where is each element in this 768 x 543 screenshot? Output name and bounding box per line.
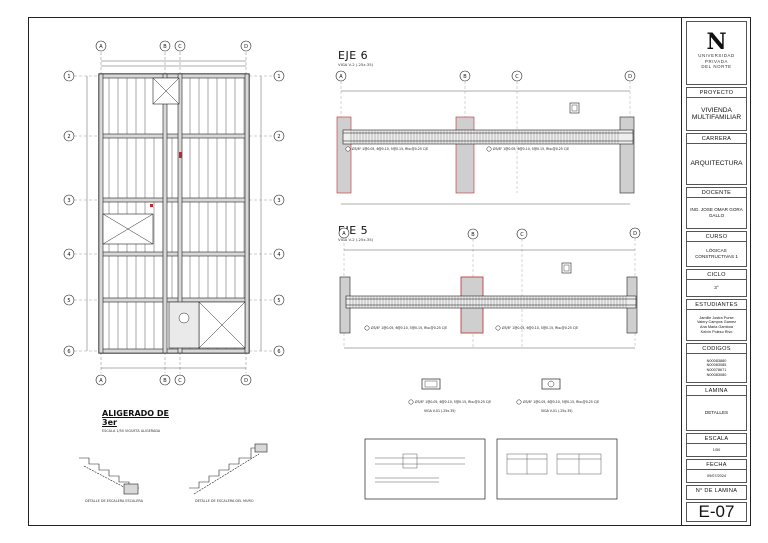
field-numero-lamina: N° DE LAMINA [686,485,747,500]
svg-text:5: 5 [277,298,280,304]
axis-label-d: D [244,44,248,50]
svg-text:3: 3 [277,198,280,204]
svg-text:A: A [99,378,103,384]
field-docente: DOCENTE ING. JOSE OMAR GORA GALLO [686,187,747,229]
axis-label-a: A [99,44,103,50]
eje5-subtitle: VIGA V-2 (.25x.35) [338,237,374,242]
plan-title-line2: 3er [102,418,117,427]
axis-label-c: C [178,44,182,50]
slab-plan: A B C D A B C D [63,40,285,386]
field-fecha: FECHA 09/07/2024 [686,459,747,483]
svg-text:6: 6 [277,349,280,355]
eje6-note-left: Ø3/8" 1@0.05, 6@0.10, 5@0.15, Rto.@0.25 … [352,147,429,151]
svg-text:1: 1 [67,74,70,80]
svg-text:2: 2 [277,134,280,140]
field-carrera: CARRERA ARQUITECTURA [686,133,747,185]
svg-text:6: 6 [67,349,70,355]
field-proyecto: PROYECTO VIVIENDA MULTIFAMILIAR [686,87,747,131]
axis-bubble-d [240,40,252,52]
svg-text:4: 4 [67,252,70,258]
section-left-label: VIGA V-01 (.25x.35) [424,409,456,413]
university-logo: N UNIVERSIDAD PRIVADA DEL NORTE [686,21,747,85]
section-right-label: VIGA V-01 (.25x.35) [541,409,573,413]
svg-text:5: 5 [67,298,70,304]
svg-text:3: 3 [67,198,70,204]
field-codigos: CODIGOS N00083880 N00083085 N00078671 N0… [686,343,747,383]
stair-detail-right-label: DETALLE DE ESCALERA DEL MURO [195,499,254,503]
svg-text:1: 1 [277,74,280,80]
drawing-area: A B C D A B C D [29,18,681,525]
svg-text:B: B [163,378,167,384]
sheet-number: E-07 [686,502,747,522]
svg-text:4: 4 [277,252,280,258]
eje6-note-right: Ø3/8" 1@0.05, 6@0.10, 5@0.15, Rto.@0.25 … [493,147,570,151]
eje6-subtitle: VIGA V-2 (.25x.35) [338,62,374,67]
axis-label-b: B [163,44,167,50]
field-estudiantes: ESTUDIANTES Jamille Jostra Purse Valery … [686,299,747,341]
svg-text:2: 2 [67,134,70,140]
field-escala: ESCALA 1/50 [686,433,747,457]
svg-text:D: D [244,378,248,384]
eje5-title: EJE 5 [338,224,369,237]
plan-subtitle: ESCALA 1/50 VIGUETA ALIGERADA [102,429,161,433]
drawing-sheet: A B C D A B C D [28,17,751,526]
plan-title: ALIGERADO DE [102,409,169,418]
eje6-title: EJE 6 [338,49,369,62]
field-ciclo: CICLO 3° [686,269,747,297]
axis-bubble-b [159,40,171,52]
title-block: N UNIVERSIDAD PRIVADA DEL NORTE PROYECTO… [681,18,750,525]
axis-bubble-a [95,40,107,52]
stair-detail-left-label: DETALLE DE ESCALERA ESCALERA [85,499,143,503]
section-right-note: Ø3/8" 1@0.05, 6@0.10, 5@0.15, Rto.@0.25 … [523,400,600,404]
eje5-note-left: Ø3/8" 1@0.05, 6@0.10, 5@0.15, Rto.@0.25 … [371,326,448,330]
axis-bubble-c [174,40,186,52]
field-lamina: LAMINA DETALLES [686,385,747,431]
svg-text:C: C [178,378,182,384]
field-curso: CURSO LÓGICAS CONSTRUCTIVAS 1 [686,231,747,267]
section-left-note: Ø3/8" 1@0.05, 6@0.10, 5@0.15, Rto.@0.25 … [415,400,492,404]
eje5-note-right: Ø3/8" 1@0.05, 6@0.10, 5@0.15, Rto.@0.25 … [502,326,579,330]
